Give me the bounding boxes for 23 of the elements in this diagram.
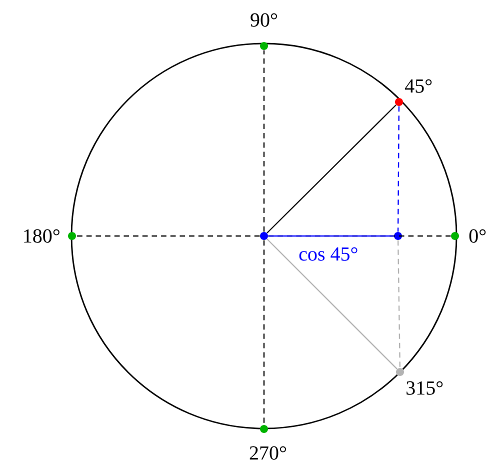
point-dot <box>260 42 268 50</box>
line <box>266 104 396 234</box>
point-dot <box>396 368 404 376</box>
line <box>266 238 398 370</box>
line <box>263 50 265 232</box>
angle-label: 315° <box>406 381 443 395</box>
line <box>397 106 400 232</box>
point-dot <box>68 232 76 240</box>
line <box>268 235 394 237</box>
point-dot <box>260 425 268 433</box>
point-dot <box>395 98 403 106</box>
point-dot <box>394 232 402 240</box>
angle-label: 180° <box>24 229 60 243</box>
point-dot <box>451 232 459 240</box>
angle-label: 0° <box>469 229 486 243</box>
line <box>263 240 265 425</box>
angle-label: 45° <box>405 79 432 93</box>
line <box>397 240 401 368</box>
angle-label: 270° <box>250 446 286 460</box>
line <box>76 235 260 237</box>
point-dot <box>260 232 268 240</box>
angle-label: 90° <box>250 13 278 27</box>
edge-label: cos 45° <box>299 247 358 261</box>
